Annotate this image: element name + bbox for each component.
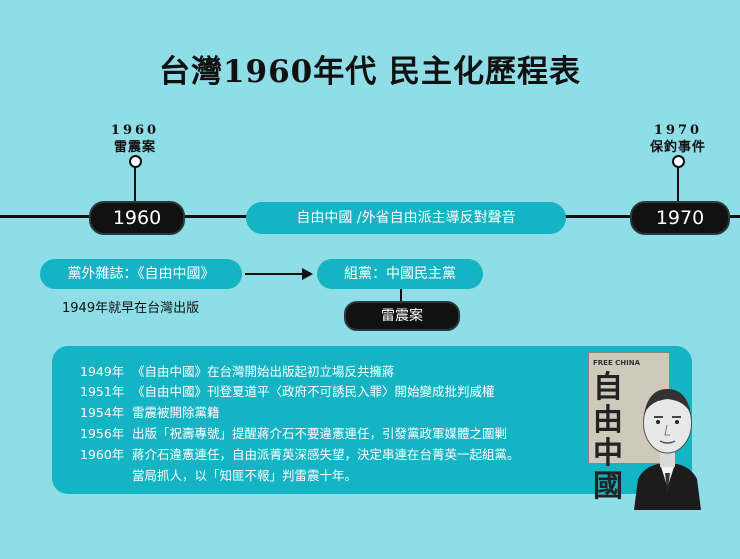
event-connector <box>134 164 136 206</box>
timeline-end-year: 1970 <box>630 201 730 235</box>
event-name: 保釣事件 <box>649 140 706 155</box>
case-box: 雷震案 <box>344 301 460 331</box>
flow-arrow-head-icon <box>302 268 313 280</box>
event-connector <box>677 164 679 206</box>
magazine-box: 黨外雜誌：《自由中國》 <box>40 259 242 289</box>
info-line: 當局抓人，以「知匪不報」判雷震十年。 <box>132 468 358 483</box>
event-year: 1970 <box>653 123 703 138</box>
info-line: 1951年《自由中國》刊登夏道平〈政府不可誘民入罪〉開始變成批判威權 <box>80 384 495 399</box>
party-connector <box>400 289 402 303</box>
info-line: 1949年《自由中國》在台灣開始出版起初立場反共擁蔣 <box>80 364 395 379</box>
timeline-start-year: 1960 <box>89 201 185 235</box>
magazine-note: 1949年就早在台灣出版 <box>62 301 200 316</box>
event-marker <box>129 155 142 168</box>
event-marker <box>672 155 685 168</box>
event-year: 1960 <box>110 123 160 138</box>
info-panel <box>52 346 692 494</box>
magazine-cover-header: FREE CHINA <box>593 359 641 367</box>
timeline-banner: 自由中國 /外省自由派主導反對聲音 <box>246 202 566 234</box>
event-label-1970: 1970 保釣事件 <box>641 122 715 156</box>
info-line: 1954年雷震被開除黨籍 <box>80 405 220 420</box>
flow-arrow <box>245 273 303 275</box>
event-name: 雷震案 <box>113 140 156 155</box>
magazine-cover-title: 自由中國 <box>593 370 623 504</box>
event-label-1960: 1960 雷震案 <box>100 122 170 156</box>
portrait-image <box>634 389 701 510</box>
info-line: 1960年蔣介石違憲連任，自由派菁英深感失望，決定串連在台菁英一起組黨。 <box>80 447 520 462</box>
party-box: 組黨：中國民主黨 <box>317 259 483 289</box>
info-line: 1956年出版「祝壽專號」提醒蔣介石不要違憲連任，引發黨政軍媒體之圍剿 <box>80 426 508 441</box>
page-title: 台灣1960年代 民主化歷程表 <box>158 54 582 90</box>
